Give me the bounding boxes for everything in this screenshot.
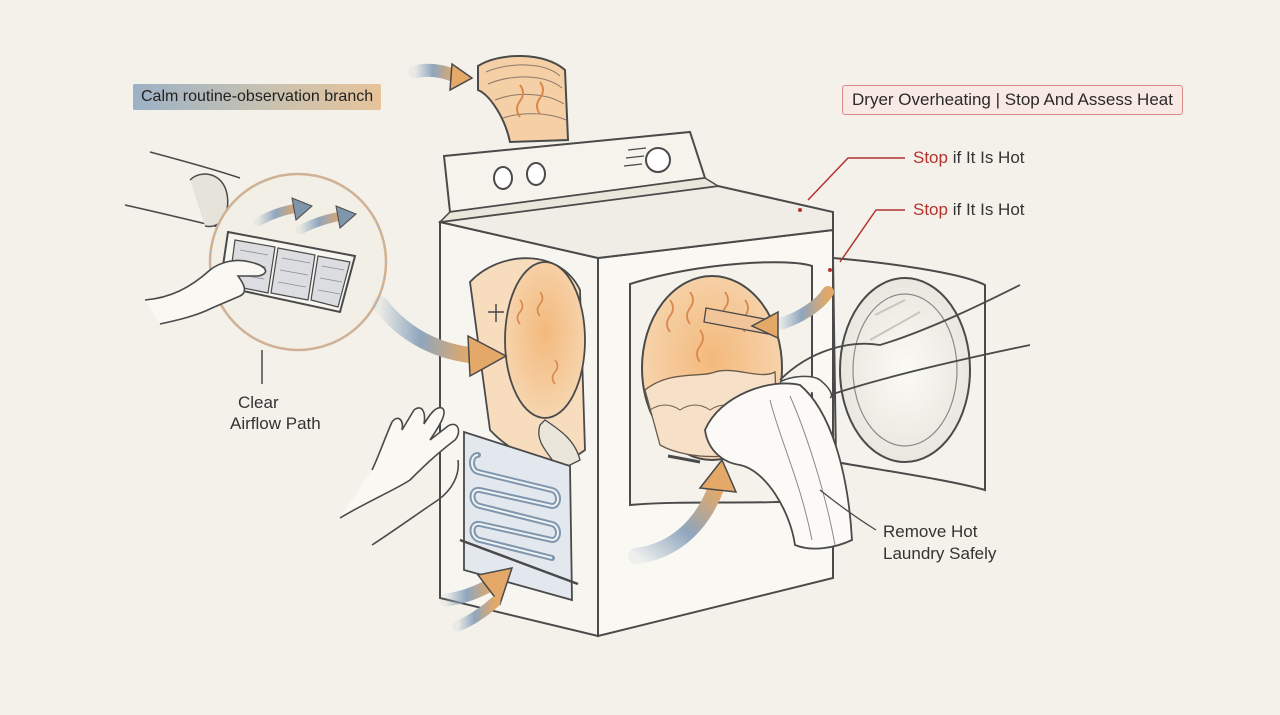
dryer-door-open — [831, 256, 986, 492]
stop-word: Stop — [913, 200, 948, 219]
airflow-arrow-to-drum — [372, 296, 508, 378]
stop-rest: if It Is Hot — [952, 148, 1025, 167]
lint-filter-inset — [124, 151, 388, 384]
branch-tag: Calm routine-observation branch — [133, 84, 382, 110]
laundry-leader-line — [819, 489, 877, 531]
airflow-label-line-1: Clear — [238, 393, 279, 412]
intake-arrow-top — [408, 62, 474, 92]
hand-on-side-panel — [339, 406, 460, 546]
title-tag: Dryer Overheating | Stop And Assess Heat — [842, 85, 1183, 115]
heating-coil-panel — [459, 430, 579, 602]
laundry-label-line-2: Laundry Safely — [883, 544, 997, 563]
stop-word: Stop — [913, 148, 948, 167]
laundry-label-line-1: Remove Hot — [883, 522, 978, 541]
stop-leader-lines — [807, 157, 905, 272]
internal-drum-cutaway — [469, 257, 586, 471]
exhaust-duct — [477, 55, 570, 144]
stop-label-2: Stop if It Is Hot — [913, 200, 1025, 220]
airflow-arrow-exhaust — [750, 286, 834, 340]
stop-label-1: Stop if It Is Hot — [913, 148, 1025, 168]
stop-rest: if It Is Hot — [952, 200, 1025, 219]
airflow-arrow-front — [628, 458, 738, 564]
hand-removing-laundry — [704, 284, 1031, 550]
airflow-arrow-bottom — [439, 567, 514, 632]
airflow-label-line-2: Airflow Path — [230, 414, 321, 433]
